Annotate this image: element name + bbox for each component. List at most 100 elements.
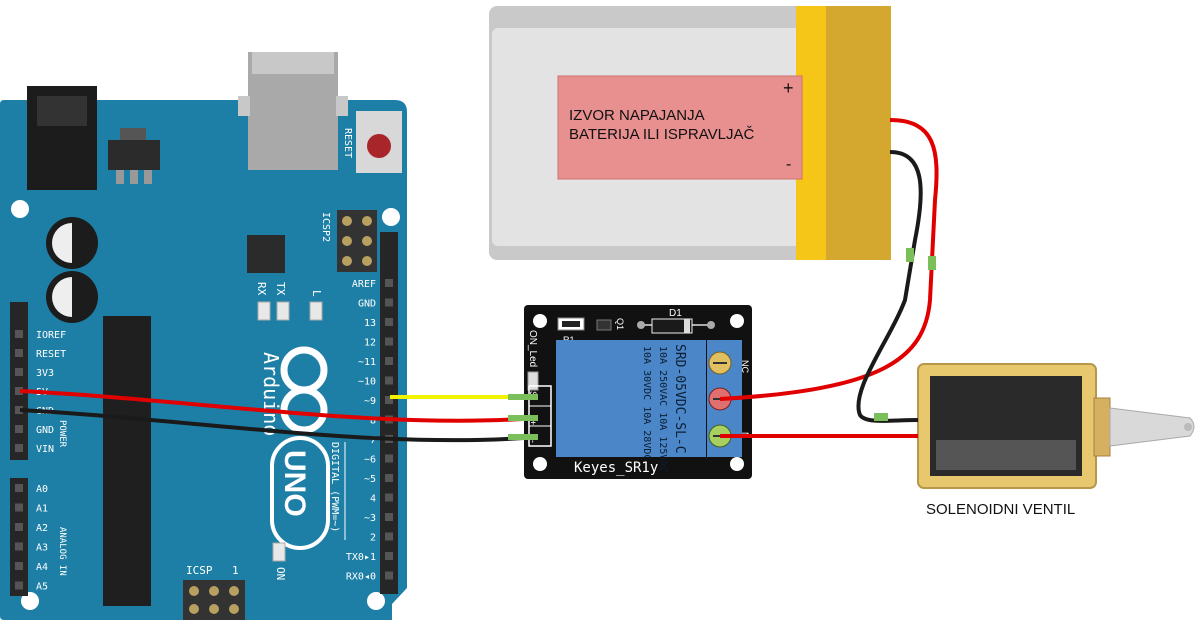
pin-label: 12 bbox=[364, 338, 376, 349]
arduino-uno-board: RESET ICSP2 RX TX L Arduino bbox=[0, 52, 407, 620]
pin-label: ~5 bbox=[364, 474, 376, 485]
pin-label: A0 bbox=[36, 484, 48, 495]
icsp-pin1-label: 1 bbox=[232, 564, 239, 577]
battery-minus-sign: - bbox=[786, 156, 791, 173]
analog-section-label: ANALOG IN bbox=[57, 527, 67, 576]
uno-badge bbox=[270, 436, 330, 550]
pin-socket[interactable] bbox=[385, 396, 393, 404]
pin-socket[interactable] bbox=[15, 387, 23, 395]
digital-pin-header bbox=[380, 232, 398, 594]
tx-label: TX bbox=[274, 282, 287, 296]
pin-socket[interactable] bbox=[385, 357, 393, 365]
pin-socket[interactable] bbox=[385, 552, 393, 560]
icsp-label: ICSP bbox=[186, 564, 213, 577]
relay-mounting-hole-icon bbox=[533, 457, 547, 471]
arduino-pcb bbox=[0, 100, 407, 620]
l-led bbox=[309, 301, 323, 321]
wires bbox=[19, 118, 939, 443]
pin-label: GND bbox=[36, 425, 54, 436]
usb-chip bbox=[247, 235, 285, 273]
arduino-wordmark: Arduino bbox=[259, 352, 283, 436]
d1-label: D1 bbox=[669, 308, 682, 319]
solenoid-collar bbox=[1093, 397, 1111, 457]
pin-socket[interactable] bbox=[15, 349, 23, 357]
usb-tab bbox=[238, 96, 250, 116]
relay-name-label: Keyes_SR1y bbox=[574, 460, 658, 476]
solenoid-plunger bbox=[1109, 407, 1195, 447]
pin-label: A2 bbox=[36, 523, 48, 534]
pin-label: 13 bbox=[364, 318, 376, 329]
pin-label: ~11 bbox=[358, 357, 376, 368]
pin-socket[interactable] bbox=[15, 562, 23, 570]
pin-socket[interactable] bbox=[385, 337, 393, 346]
battery-plus-sign: + bbox=[783, 78, 794, 98]
icsp2-header bbox=[337, 210, 377, 272]
pin-label: ~10 bbox=[358, 377, 376, 388]
battery-label-line1: IZVOR NAPAJANJA bbox=[569, 107, 705, 124]
relay-module: R1 Q1 D1 SRD-05VDC-SL-C 10A 250VAC 10A 1… bbox=[524, 305, 752, 479]
rx-led bbox=[257, 301, 271, 321]
q1-transistor bbox=[596, 319, 612, 331]
pin-socket[interactable] bbox=[15, 542, 23, 551]
pin-socket[interactable] bbox=[385, 298, 393, 307]
pin-socket[interactable] bbox=[385, 279, 393, 287]
pin-socket[interactable] bbox=[15, 425, 23, 433]
regulator-tab bbox=[120, 128, 146, 140]
pin-label: A3 bbox=[36, 543, 48, 554]
pin-socket[interactable] bbox=[15, 503, 23, 512]
l-label: L bbox=[310, 290, 323, 297]
pin-socket[interactable] bbox=[15, 581, 23, 590]
relay-rating-line1: 10A 250VAC 10A 125VAC bbox=[657, 346, 668, 472]
pin-socket[interactable] bbox=[385, 318, 393, 326]
battery-label-panel bbox=[557, 75, 803, 180]
pin-socket[interactable] bbox=[385, 571, 393, 580]
atmega-chip bbox=[103, 316, 151, 606]
relay-minus-pin-label: - bbox=[528, 440, 538, 443]
pin-socket[interactable] bbox=[15, 484, 23, 492]
pin-label: GND bbox=[358, 299, 376, 310]
5v-wire-red bbox=[19, 389, 538, 423]
pin-label: RESET bbox=[36, 349, 66, 360]
analog-pin-header bbox=[10, 478, 28, 596]
relay-mounting-hole-icon bbox=[730, 314, 744, 328]
battery-positive-wire bbox=[719, 118, 939, 401]
pin-socket[interactable] bbox=[385, 513, 393, 521]
usb-tab bbox=[336, 96, 348, 116]
reset-label: RESET bbox=[342, 128, 353, 158]
pin-socket[interactable] bbox=[385, 474, 393, 482]
pin-label: RX0◂0 bbox=[346, 572, 376, 583]
pin-socket[interactable] bbox=[15, 368, 23, 376]
pin-label: ~6 bbox=[364, 455, 376, 466]
reset-button-cap[interactable] bbox=[367, 134, 391, 158]
icsp2-label: ICSP2 bbox=[320, 212, 331, 242]
pin-socket[interactable] bbox=[15, 523, 23, 531]
pin-label: A5 bbox=[36, 582, 48, 593]
pin-label: 3V3 bbox=[36, 368, 54, 379]
mounting-hole-icon bbox=[367, 592, 385, 610]
pin-socket[interactable] bbox=[15, 406, 23, 414]
mounting-hole-icon bbox=[11, 200, 29, 218]
pin-label: TX0▸1 bbox=[346, 552, 376, 563]
usb-connector-top bbox=[252, 52, 334, 74]
pin-label: AREF bbox=[352, 279, 376, 290]
pin-socket[interactable] bbox=[385, 376, 393, 385]
battery-label-line2: BATERIJA ILI ISPRAVLJAČ bbox=[569, 126, 755, 143]
uno-wordmark: UNO bbox=[278, 450, 311, 517]
pin-socket[interactable] bbox=[15, 330, 23, 338]
on-label: ON bbox=[274, 567, 287, 580]
rx-label: RX bbox=[255, 282, 268, 296]
pin-socket[interactable] bbox=[15, 444, 23, 452]
pin-label: 2 bbox=[370, 533, 376, 544]
arduino-infinity-logo-icon bbox=[280, 346, 328, 434]
pin-socket[interactable] bbox=[385, 454, 393, 463]
relay-model-text: SRD-05VDC-SL-C bbox=[672, 344, 687, 454]
power-section-label: POWER bbox=[57, 420, 67, 448]
d1-diode bbox=[651, 318, 693, 334]
pin-socket[interactable] bbox=[385, 532, 393, 541]
pin-label: 4 bbox=[370, 494, 376, 505]
battery-negative-wire bbox=[856, 150, 923, 423]
gnd-wire-black bbox=[19, 408, 538, 443]
relay-body bbox=[556, 340, 706, 457]
pin-socket[interactable] bbox=[385, 493, 393, 502]
